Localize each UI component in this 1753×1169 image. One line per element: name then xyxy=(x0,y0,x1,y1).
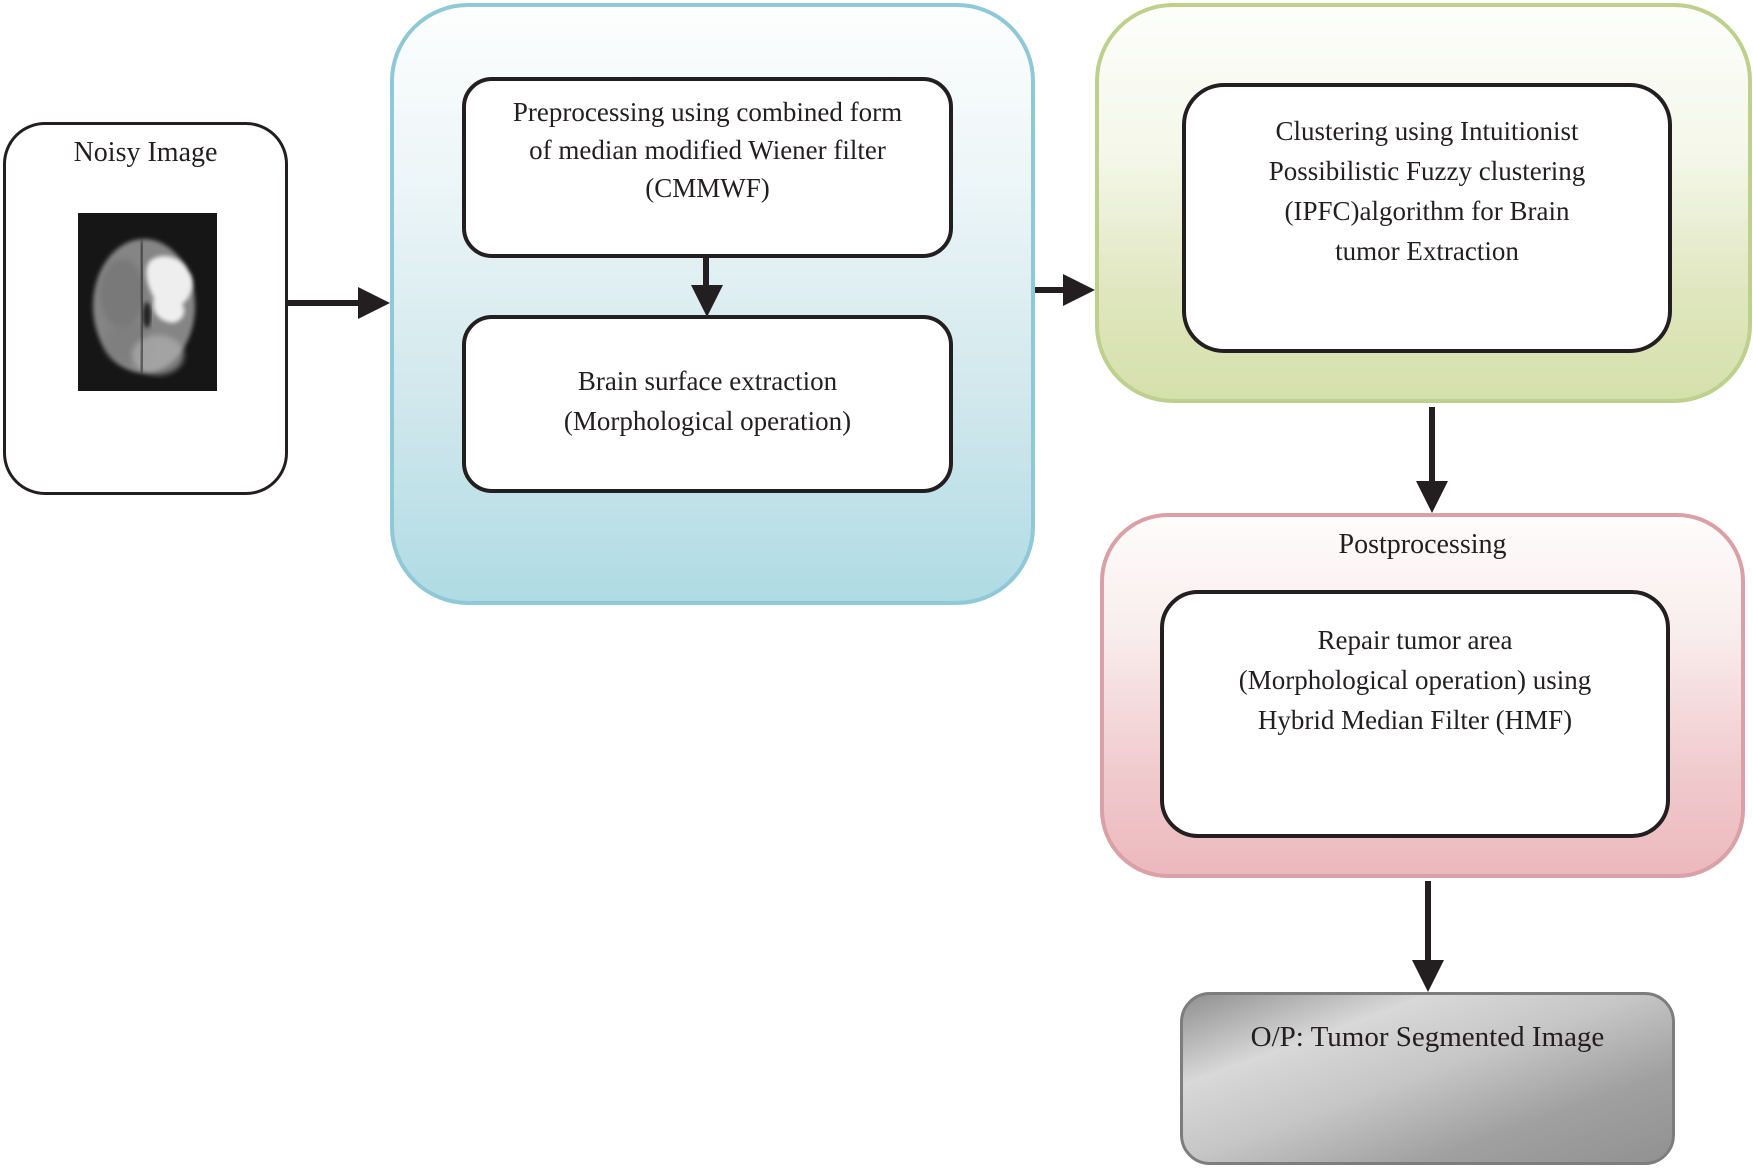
clustering-box-line: (IPFC)algorithm for Brain xyxy=(1284,196,1570,226)
arrow-head xyxy=(691,285,723,317)
noisy-image-label: Noisy Image xyxy=(73,137,218,168)
arrow-line xyxy=(1035,287,1065,293)
noisy-image-box: Noisy Image xyxy=(3,122,288,495)
preprocessing-group: Preprocessing using combined form of med… xyxy=(390,3,1035,605)
arrow-head xyxy=(1412,960,1444,992)
arrow-head xyxy=(1063,274,1095,306)
postprocessing-group: Postprocessing Repair tumor area (Morpho… xyxy=(1100,513,1745,878)
clustering-box-line: Possibilistic Fuzzy clustering xyxy=(1268,156,1586,186)
arrow-line xyxy=(703,258,709,290)
arrow-line xyxy=(288,300,360,306)
surface-box-line: Brain surface extraction xyxy=(577,366,838,396)
surface-box-line: (Morphological operation) xyxy=(563,406,852,436)
filter-box-line: of median modified Wiener filter xyxy=(529,135,886,165)
clustering-box: Clustering using Intuitionist Possibilis… xyxy=(1182,83,1672,353)
arrow-head xyxy=(1416,481,1448,513)
surface-box: Brain surface extraction (Morphological … xyxy=(462,315,953,493)
arrow-line xyxy=(1425,881,1431,961)
output-box-label: O/P: Tumor Segmented Image xyxy=(1250,1021,1605,1053)
postprocessing-title: Postprocessing xyxy=(1338,529,1507,560)
clustering-box-line: Clustering using Intuitionist xyxy=(1275,116,1579,146)
arrow-head xyxy=(358,287,390,319)
repair-box: Repair tumor area (Morphological operati… xyxy=(1160,590,1670,838)
repair-box-line: (Morphological operation) using xyxy=(1238,665,1592,695)
clustering-box-line: tumor Extraction xyxy=(1335,236,1519,266)
brain-mri-image xyxy=(78,213,217,391)
filter-box-line: Preprocessing using combined form xyxy=(512,97,903,127)
repair-box-line: Hybrid Median Filter (HMF) xyxy=(1257,705,1573,735)
filter-box: Preprocessing using combined form of med… xyxy=(462,77,953,258)
filter-box-line: (CMMWF) xyxy=(645,173,770,203)
arrow-line xyxy=(1429,407,1435,483)
clustering-group: Clustering using Intuitionist Possibilis… xyxy=(1095,3,1752,403)
output-box: O/P: Tumor Segmented Image xyxy=(1180,992,1675,1165)
repair-box-line: Repair tumor area xyxy=(1317,625,1513,655)
